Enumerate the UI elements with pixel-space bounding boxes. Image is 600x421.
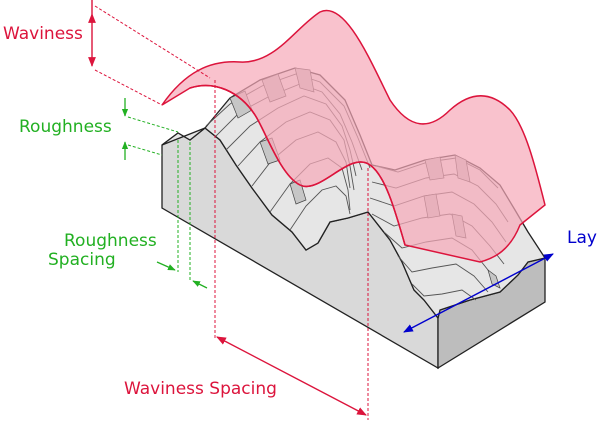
waviness-spacing-arrow <box>216 336 367 416</box>
roughness-spacing-label-line1: Roughness <box>64 231 157 251</box>
roughness-spacing-arrow-right <box>192 280 208 289</box>
waviness-profile <box>161 9 546 263</box>
waviness-label: Waviness <box>3 24 83 44</box>
lay-indicator <box>403 253 554 333</box>
waviness-dimension <box>88 0 211 106</box>
lay-label: Lay <box>567 228 597 248</box>
roughness-label: Roughness <box>19 117 112 137</box>
roughness-dimension <box>121 98 179 160</box>
waviness-spacing-label: Waviness Spacing <box>124 379 277 399</box>
roughness-spacing-label: Roughness Spacing <box>48 231 157 270</box>
waviness-spacing-dimension <box>214 80 369 420</box>
roughness-spacing-arrow-left <box>156 261 176 271</box>
roughness-spacing-dimension <box>156 140 208 289</box>
roughness-spacing-label-line2: Spacing <box>48 250 116 270</box>
lay-arrow <box>403 253 554 333</box>
waviness-ribbon-front-edge <box>189 84 406 246</box>
